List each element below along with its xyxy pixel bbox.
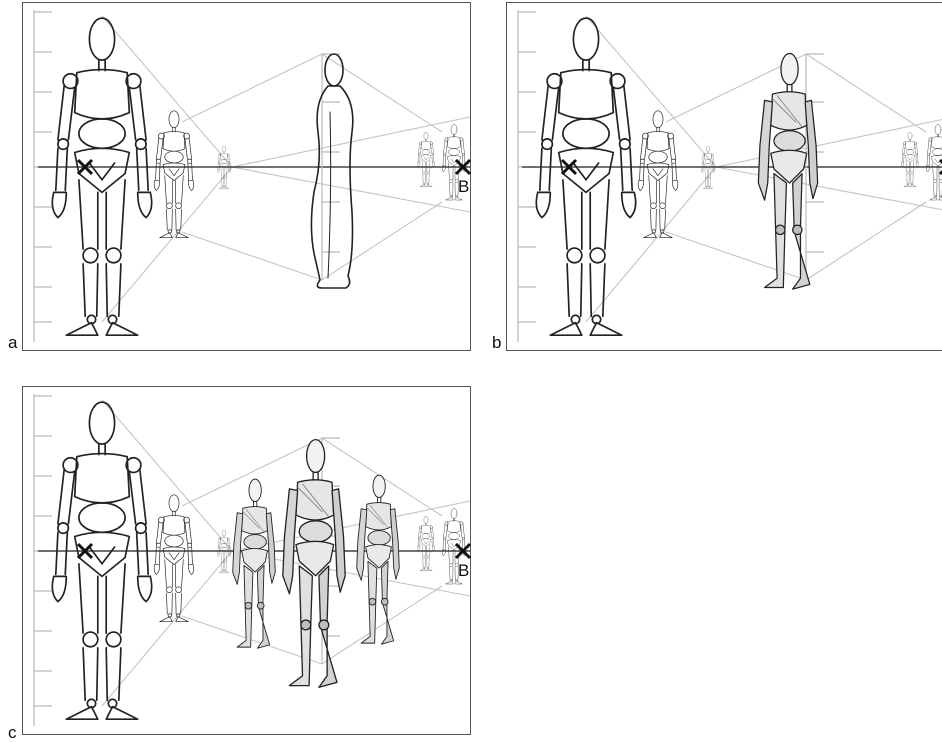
- b-label: B: [458, 561, 469, 580]
- perspective-drawing-a: B: [22, 2, 474, 354]
- perspective-drawing-b: B: [506, 2, 942, 354]
- panel-label-a: a: [8, 334, 17, 351]
- perspective-drawing-c: B: [22, 386, 474, 738]
- panel-label-c: c: [8, 724, 17, 741]
- b-label: B: [458, 177, 469, 196]
- panel-label-b: b: [492, 334, 501, 351]
